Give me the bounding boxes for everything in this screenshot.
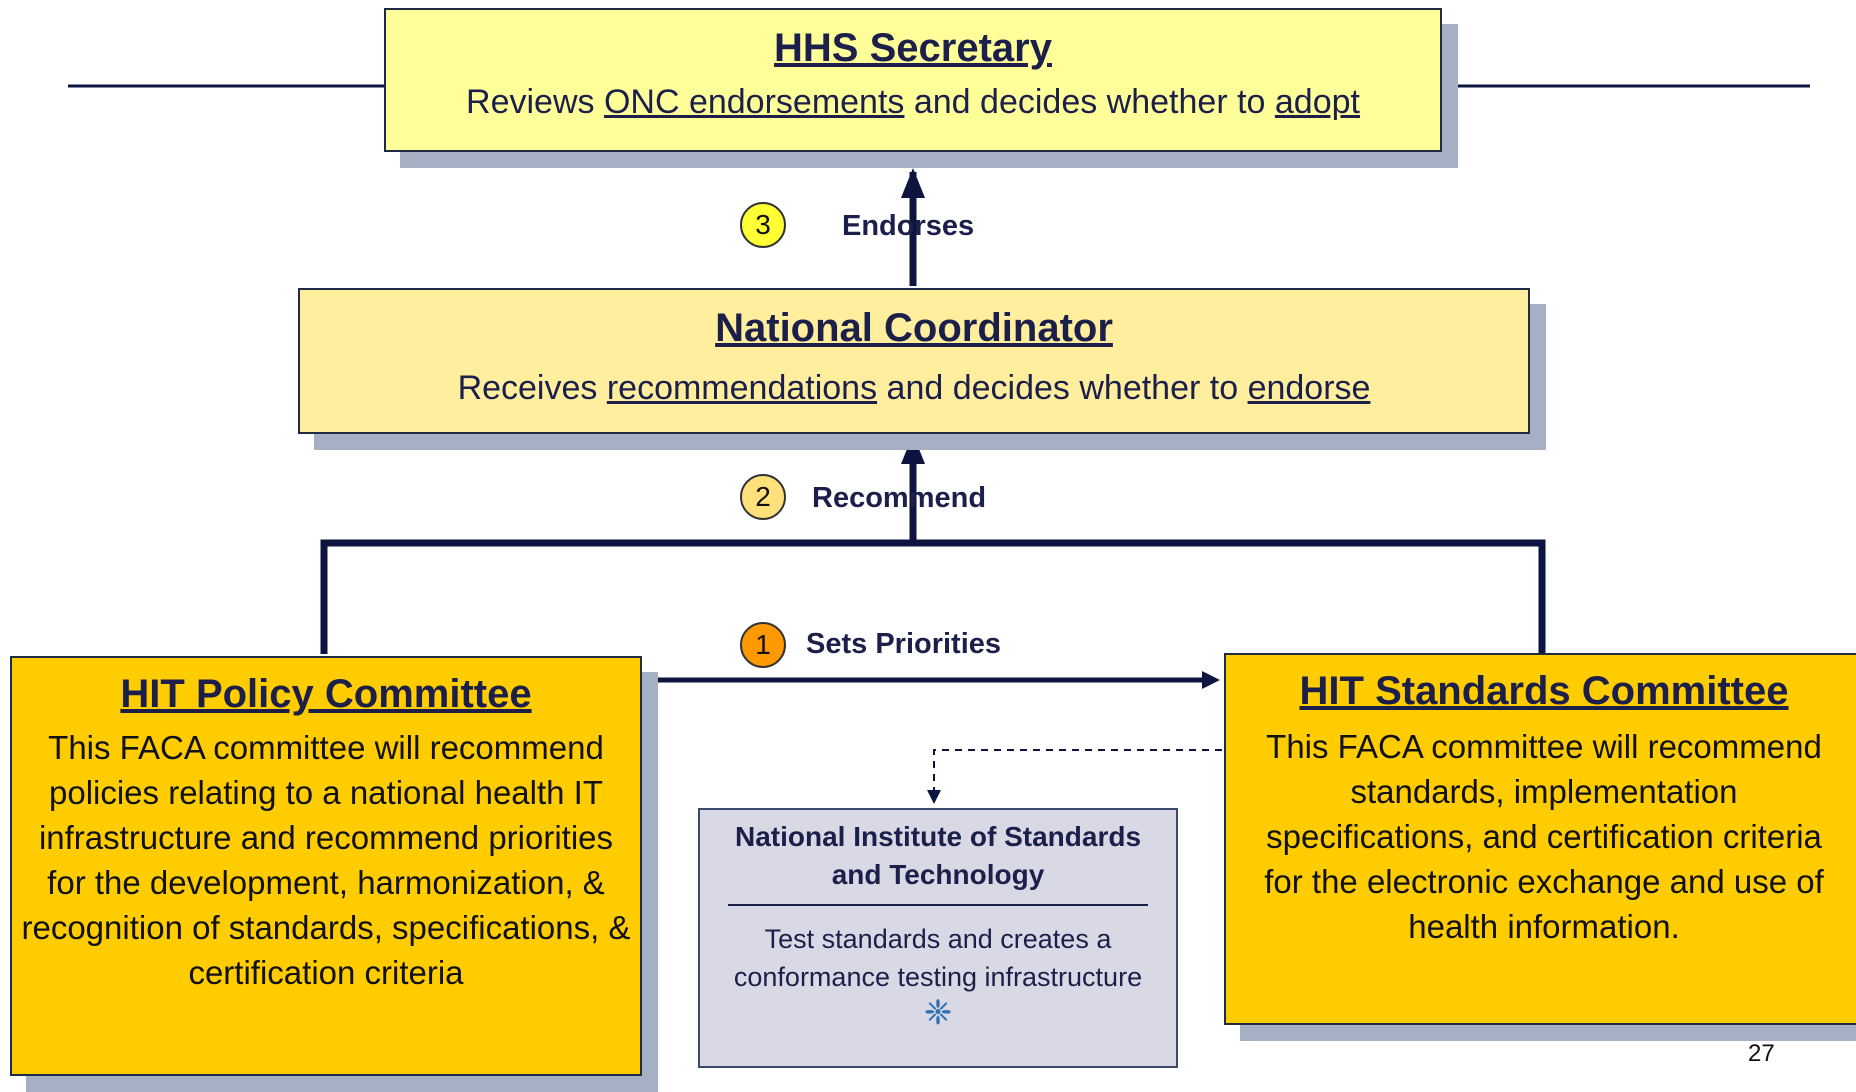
standards-description: This FACA committee will recommend stand… [1264, 728, 1824, 945]
hhs-secretary-box: HHS Secretary Reviews ONC endorsements a… [384, 8, 1442, 152]
nist-divider [728, 904, 1148, 906]
hhs-description: Reviews ONC endorsements and decides whe… [386, 83, 1440, 122]
step-2-label: Recommend [812, 482, 987, 514]
coordinator-description: Receives recommendations and decides whe… [300, 369, 1528, 408]
endorses-arrowhead [901, 168, 925, 198]
step-1-number: 1 [755, 629, 771, 660]
hhs-desc-pre: Reviews [466, 83, 604, 121]
standards-title: HIT Standards Committee [1299, 669, 1789, 713]
step-3-label: Endorses [842, 210, 975, 242]
hhs-desc-onc-endorsements: ONC endorsements [603, 83, 905, 121]
page-number: 27 [1748, 1040, 1775, 1067]
nist-description: Test standards and creates a conformance… [733, 924, 1143, 992]
coordinator-desc-endorse: endorse [1247, 369, 1371, 407]
policy-description: This FACA committee will recommend polic… [21, 729, 631, 991]
hit-standards-committee-box: HIT Standards Committee This FACA commit… [1224, 653, 1856, 1025]
coordinator-desc-pre: Receives [457, 369, 607, 407]
nist-title: National Institute of Standards and Tech… [734, 821, 1142, 890]
hhs-desc-mid: and decides whether to [904, 83, 1275, 121]
step-3-number: 3 [755, 209, 771, 240]
hhs-desc-adopt: adopt [1274, 83, 1360, 121]
step-1-label: Sets Priorities [806, 628, 1002, 660]
policy-title: HIT Policy Committee [120, 672, 532, 716]
nist-box: National Institute of Standards and Tech… [698, 808, 1178, 1068]
hhs-title: HHS Secretary [774, 26, 1052, 70]
coordinator-desc-mid: and decides whether to [877, 369, 1248, 407]
step-2-badge: 2 [740, 474, 786, 520]
committee-bracket [320, 539, 1546, 654]
step-2-number: 2 [755, 481, 771, 512]
hit-policy-committee-box: HIT Policy Committee This FACA committee… [10, 656, 642, 1076]
step-3-badge: 3 [740, 202, 786, 248]
coordinator-desc-recommendations: recommendations [606, 369, 878, 407]
snowflake-logo-icon: ❈ [923, 994, 953, 1032]
sets-priorities-arrowhead [1202, 671, 1220, 689]
nist-dashed-connector [933, 749, 1222, 790]
step-1-badge: 1 [740, 622, 786, 668]
coordinator-title: National Coordinator [715, 306, 1113, 350]
national-coordinator-box: National Coordinator Receives recommenda… [298, 288, 1530, 434]
nist-dashed-arrowhead [927, 790, 941, 804]
